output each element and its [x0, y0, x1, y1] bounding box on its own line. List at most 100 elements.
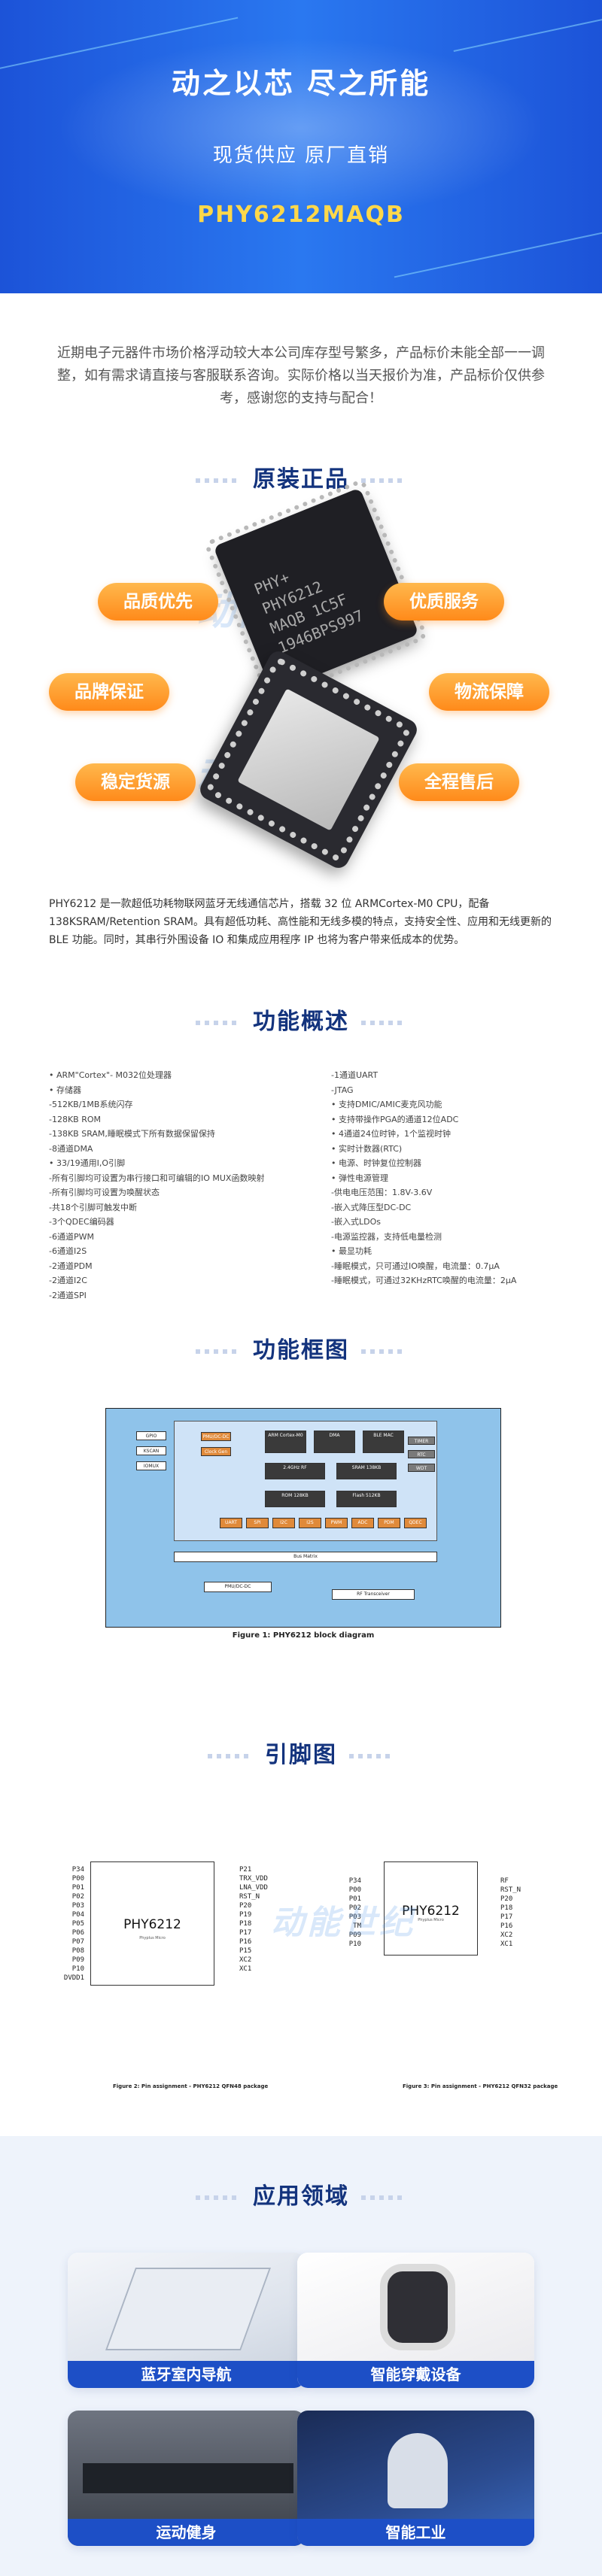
robot-arm-shape: [388, 2433, 448, 2508]
features-list-right: -1通道UART -JTAG • 支持DMIC/AMIC麦克风功能 • 支持带操作PG…: [331, 1068, 572, 1288]
features-list-left: • ARM"Cortex"- M032位处理器• 存储器-512KB/1MB系统…: [49, 1068, 327, 1303]
pin-label: P01: [348, 1895, 361, 1903]
pin-label: P18: [239, 1920, 252, 1928]
feature-item: • 最显功耗: [331, 1246, 372, 1256]
pin-label: XC1: [500, 1940, 513, 1948]
app-card-fitness[interactable]: 运动健身: [68, 2411, 305, 2546]
block-flash: Flash 512KB: [336, 1491, 397, 1507]
block-sram: SRAM 138KB: [336, 1463, 397, 1479]
product-description: PHY6212 是一款超低功耗物联网蓝牙无线通信芯片，搭载 32 位 ARMCo…: [49, 898, 552, 946]
feature-item: • 支持DMIC/AMIC麦克风功能: [331, 1100, 442, 1109]
block-uart: UART: [220, 1518, 242, 1528]
pin-label: P00: [71, 1875, 84, 1883]
chip-name: PHY6212: [402, 1904, 460, 1919]
pinout-qfn48-chip: PHY6212 Phyplus Micro: [90, 1861, 214, 1986]
feature-item: -2通道PDM: [49, 1261, 93, 1271]
section-title-text: 功能框图: [253, 1337, 349, 1364]
qfn32-caption: Figure 3: Pin assignment - PHY6212 QFN32…: [403, 2083, 558, 2089]
feature-item: -6通道I2S: [49, 1246, 87, 1256]
feature-item: -2通道I2C: [49, 1276, 87, 1285]
pin-label: P17: [500, 1913, 513, 1921]
pin-label: TM: [353, 1922, 361, 1930]
pin-label: P10: [348, 1940, 361, 1948]
pin-label: P06: [71, 1929, 84, 1937]
pin-label: P07: [71, 1938, 84, 1946]
block-dma: DMA: [314, 1431, 355, 1453]
feature-item: -8通道DMA: [49, 1143, 93, 1154]
block-iomux: IOMUX: [136, 1461, 166, 1470]
section-title-original: 原装正品: [0, 460, 602, 493]
block-rtc: RTC: [408, 1450, 435, 1458]
hero-subtitle: 现货供应 原厂直销: [212, 144, 390, 167]
app-card-smart-industry[interactable]: 智能工业: [297, 2411, 534, 2546]
block-wdt: WDT: [408, 1464, 435, 1472]
feature-item: • 弹性电源管理: [331, 1173, 388, 1183]
chip-logo-text: Phyplus Micro: [418, 1917, 444, 1922]
feature-item: • 存储器: [49, 1085, 81, 1095]
block-core-area: ARM Cortex-M0 DMA BLE MAC 2.4GHz RF SRAM…: [174, 1421, 437, 1541]
pin-label: P00: [348, 1886, 361, 1894]
block-pwm: PWM: [325, 1518, 348, 1528]
app-label: 运动健身: [68, 2519, 305, 2546]
title-decoration: [196, 1020, 241, 1025]
watch-shape: [380, 2264, 455, 2350]
block-bus-matrix: Bus Matrix: [174, 1552, 437, 1562]
block-timer: TIMER: [408, 1437, 435, 1445]
feature-item: -共18个引脚可触发中断: [49, 1202, 137, 1212]
price-notice: 近期电子元器件市场价格浮动较大本公司库存型号繁多，产品标价未能全部一一调整，如有…: [57, 345, 545, 406]
app-label: 智能工业: [297, 2519, 534, 2546]
block-rom: ROM 128KB: [265, 1491, 325, 1507]
title-decoration: [361, 1020, 406, 1025]
pin-label: P16: [239, 1938, 252, 1946]
pin-label: P15: [239, 1947, 252, 1955]
feature-item: -所有引脚均可设置为唤醒状态: [49, 1188, 160, 1197]
pin-label: TRX_VDD: [239, 1875, 268, 1883]
section-title-text: 功能概述: [253, 1009, 349, 1035]
badge-supply: 稳定货源: [75, 763, 196, 801]
feature-item: -嵌入式LDOs: [331, 1217, 381, 1227]
block-adc: ADC: [351, 1518, 374, 1528]
pin-label: P09: [348, 1931, 361, 1939]
block-mac: BLE MAC: [363, 1431, 404, 1453]
feature-item: -1通道UART: [331, 1070, 379, 1080]
section-title-pinout: 引脚图: [0, 1736, 602, 1769]
pin-label: DVDD1: [63, 1974, 84, 1982]
pin-label: P03: [348, 1913, 361, 1921]
feature-item: • 33/19通用I,O引脚: [49, 1158, 126, 1168]
block-spi: SPI: [246, 1518, 269, 1528]
feature-item: • 实时计数器(RTC): [331, 1143, 403, 1154]
block-cpu: ARM Cortex-M0: [265, 1431, 306, 1453]
feature-item: -睡眠模式，只可通过IO唤醒，电流量：0.7μA: [331, 1261, 500, 1271]
pin-label: P04: [71, 1911, 84, 1919]
pin-label: P05: [71, 1920, 84, 1928]
badge-service: 优质服务: [384, 583, 504, 620]
block-diagram-frame: ARM Cortex-M0 DMA BLE MAC 2.4GHz RF SRAM…: [105, 1408, 501, 1628]
pin-label: P10: [71, 1965, 84, 1973]
feature-item: -138KB SRAM,睡眠模式下所有数据保留保持: [49, 1129, 215, 1139]
section-title-applications: 应用领域: [0, 2177, 602, 2210]
block-dcdc: PMU/DC-DC: [204, 1582, 272, 1592]
qfn48-caption: Figure 2: Pin assignment - PHY6212 QFN48…: [113, 2083, 269, 2089]
block-gpio: GPIO: [136, 1431, 166, 1440]
pin-label: XC2: [239, 1956, 252, 1964]
pin-label: P20: [500, 1895, 513, 1903]
app-card-indoor-navigation[interactable]: 蓝牙室内导航: [68, 2253, 305, 2388]
feature-item: -3个QDEC编码器: [49, 1217, 114, 1227]
feature-item: • 支持带操作PGA的通道12位ADC: [331, 1114, 459, 1124]
treadmill-row: [83, 2463, 293, 2493]
feature-item: • 电源、时钟复位控制器: [331, 1158, 421, 1168]
feature-item: -嵌入式降压型DC-DC: [331, 1202, 412, 1212]
feature-item: -JTAG: [331, 1085, 354, 1095]
title-decoration: [196, 2195, 241, 2200]
block-diagram: ARM Cortex-M0 DMA BLE MAC 2.4GHz RF SRAM…: [102, 1403, 504, 1648]
block-pdm: PDM: [378, 1518, 400, 1528]
badge-brand: 品牌保证: [49, 673, 169, 711]
app-card-smart-wearables[interactable]: 智能穿戴设备: [297, 2253, 534, 2388]
hero-banner: 动之以芯 尽之所能 现货供应 原厂直销 PHY6212MAQB: [0, 0, 602, 293]
block-rf: 2.4GHz RF: [265, 1463, 325, 1479]
block-i2c: I2C: [272, 1518, 295, 1528]
